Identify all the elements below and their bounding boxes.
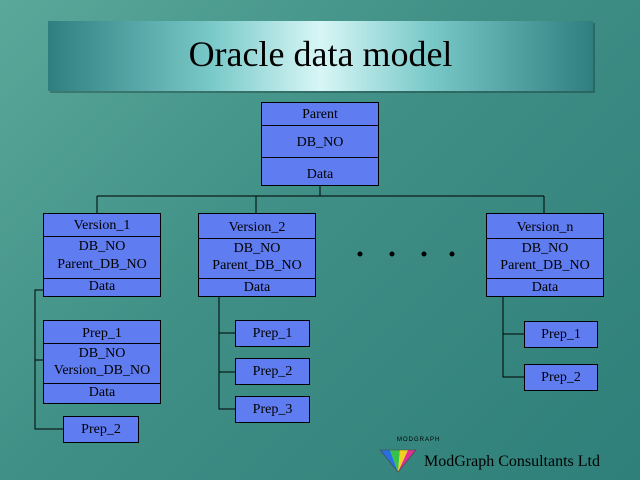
prep-db-no: DB_NO [78,346,126,361]
version-1-entity: Version_1 DB_NO Parent_DB_NO Data [43,213,161,297]
vn-prep-1: Prep_1 [524,321,598,348]
version-parent-db-no: Parent_DB_NO [57,257,147,272]
version-db-no: DB_NO [233,241,281,256]
vn-prep-2: Prep_2 [524,364,598,391]
version-parent-db-no: Parent_DB_NO [212,258,302,273]
company-name: ModGraph Consultants Ltd [424,453,600,470]
divider [44,236,160,237]
v2-prep-2: Prep_2 [235,358,310,385]
version-data: Data [531,280,559,295]
divider [262,125,378,126]
divider [44,383,160,384]
divider [199,278,315,279]
parent-db-no: DB_NO [296,135,344,150]
divider [199,238,315,239]
v2-prep-3: Prep_3 [235,396,310,423]
v1-prep-1-entity: Prep_1 DB_NO Version_DB_NO Data [43,320,161,404]
version-db-no: DB_NO [521,241,569,256]
version-data: Data [88,279,116,294]
title-banner: Oracle data model [48,21,593,91]
version-label: Version_n [516,220,574,235]
version-data: Data [243,280,271,295]
divider [44,343,160,344]
divider [487,238,603,239]
modgraph-logo-icon [379,449,417,473]
divider [487,278,603,279]
version-db-no: DB_NO [78,239,126,254]
prep-label: Prep_1 [82,326,122,341]
version-n-entity: Version_n DB_NO Parent_DB_NO Data [486,213,604,297]
v2-prep-1: Prep_1 [235,320,310,347]
prep-data: Data [88,385,116,400]
ellipsis-dots [357,251,455,257]
divider [262,157,378,158]
parent-data: Data [306,167,334,182]
parent-entity: Parent DB_NO Data [261,102,379,186]
version-parent-db-no: Parent_DB_NO [500,258,590,273]
divider [44,278,160,279]
page-title: Oracle data model [188,34,453,74]
parent-label: Parent [302,107,338,122]
v1-prep-2: Prep_2 [63,416,139,443]
version-label: Version_2 [228,220,286,235]
prep-version-db-no: Version_DB_NO [53,363,151,378]
version-2-entity: Version_2 DB_NO Parent_DB_NO Data [198,213,316,297]
logo-small-text: MODGRAPH [397,437,441,443]
version-label: Version_1 [73,218,131,233]
